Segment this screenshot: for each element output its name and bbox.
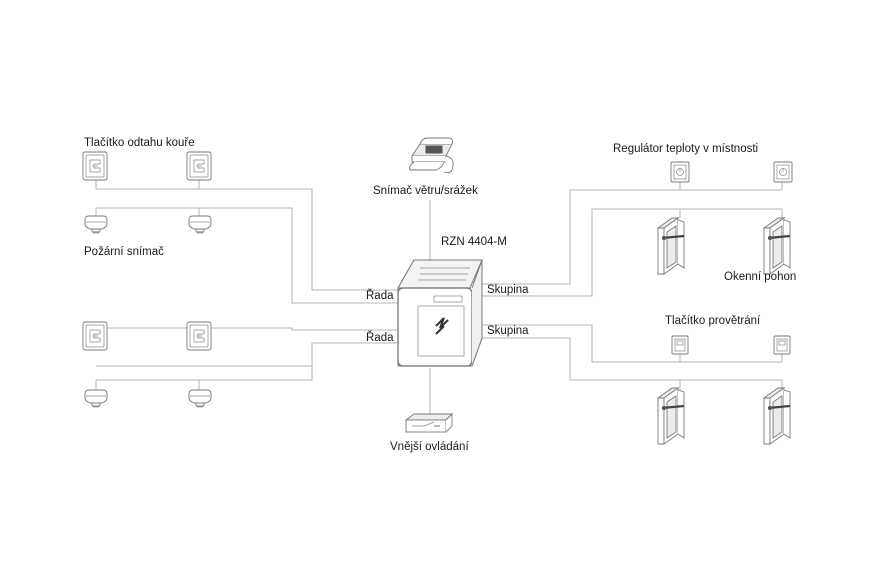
smoke-exhaust-button-4: [186, 321, 212, 351]
vent-button-2: [773, 335, 791, 355]
label-group-1: Skupina: [487, 284, 529, 296]
smoke-exhaust-button-1: [82, 151, 108, 181]
fire-detector-4: [188, 389, 212, 408]
label-smoke-exhaust-button: Tlačítko odtahu kouře: [84, 137, 195, 149]
label-room-thermostat: Regulátor teploty v místnosti: [613, 143, 758, 155]
window-drive-2: [762, 216, 792, 276]
room-thermostat-1: [670, 161, 690, 183]
label-window-drive: Okenní pohon: [724, 271, 796, 283]
label-wind-rain-sensor: Snímač větru/srážek: [373, 185, 478, 197]
label-vent-button: Tlačítko provětrání: [665, 315, 761, 327]
vent-button-1: [671, 335, 689, 355]
label-fire-detector: Požární snímač: [84, 246, 164, 258]
smoke-exhaust-button-2: [186, 151, 212, 181]
label-group-2: Skupina: [487, 325, 529, 337]
wind-rain-sensor-icon: [409, 137, 454, 174]
label-line-1: Řada: [366, 289, 394, 302]
smoke-exhaust-button-3: [82, 321, 108, 351]
external-control-switch-icon: [404, 412, 454, 433]
label-controller: RZN 4404-M: [441, 236, 507, 248]
fire-detector-1: [84, 215, 108, 234]
label-external-control: Vnější ovládání: [390, 441, 469, 453]
room-thermostat-2: [773, 161, 793, 183]
fire-detector-3: [84, 389, 108, 408]
fire-detector-2: [188, 215, 212, 234]
label-line-2: Řada: [366, 331, 394, 344]
controller-box: [397, 259, 483, 367]
window-drive-4: [762, 386, 792, 446]
window-drive-3: [656, 386, 686, 446]
window-drive-1: [656, 216, 686, 276]
